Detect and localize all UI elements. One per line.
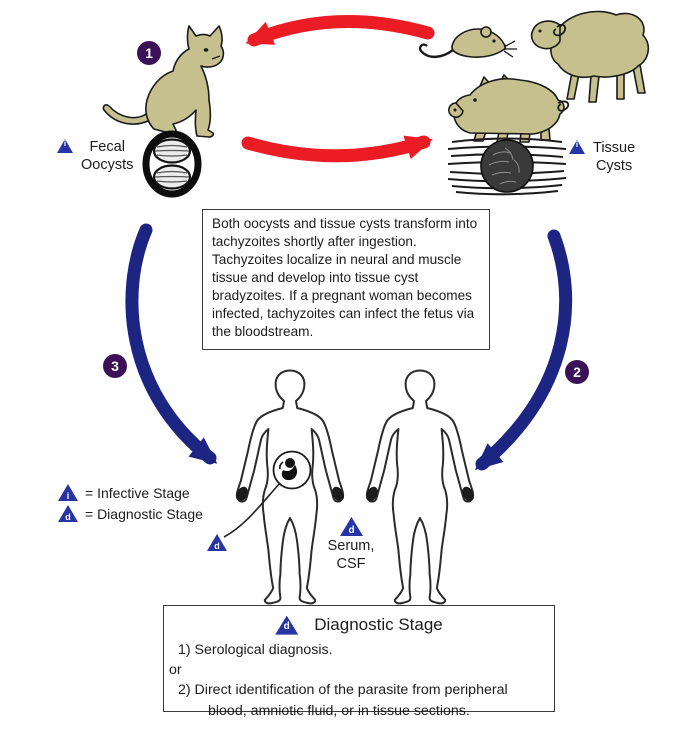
cat-body [145, 25, 225, 138]
legend-infective-row: i = Infective Stage [58, 484, 190, 501]
infective-stage-icon-letter: i [575, 140, 579, 149]
fetus-illustration [272, 450, 312, 490]
diagnostic-stage-title-row: d Diagnostic Stage [164, 613, 554, 637]
pig-illustration [447, 74, 570, 143]
red-arrow-animals-to-cat [245, 15, 435, 47]
diagnostic-stage-box: d Diagnostic Stage 1) Serological diagno… [163, 605, 555, 719]
sheep-horn [553, 23, 567, 37]
infective-stage-icon-letter: i [63, 139, 67, 148]
diagnostic-stage-icon-letter: d [348, 525, 355, 536]
diagnostic-stage-icon-letter: d [283, 621, 290, 633]
infective-stage-icon: i [57, 139, 73, 153]
diagnostic-stage-icon: d [275, 615, 299, 635]
serum-csf-label-line2: CSF [336, 556, 366, 572]
diagnostic-item-2-line1: 2) Direct identification of the parasite… [178, 682, 508, 699]
diagnostic-stage-title: Diagnostic Stage [314, 615, 443, 634]
pig-nostril [453, 108, 457, 112]
diagnostic-item-2-line2: blood, amniotic fluid, or in tissue sect… [208, 702, 470, 719]
diagnostic-stage-icon-letter: d [65, 512, 71, 522]
diagnostic-item-1: 1) Serological diagnosis. [178, 642, 333, 659]
mouse-illustration [418, 26, 517, 59]
tissue-cyst-icon [447, 137, 567, 196]
mouse-body [451, 28, 507, 58]
legend-infective-text: = Infective Stage [85, 484, 190, 501]
sheep-eye [538, 29, 542, 33]
blue-arrow-step3 [125, 223, 218, 465]
serum-csf-label: Serum, CSF [314, 537, 388, 573]
legend-diagnostic-text: = Diagnostic Stage [85, 505, 203, 522]
mouse-whiskers [503, 40, 517, 58]
explanation-box: Both oocysts and tissue cysts transform … [202, 209, 490, 350]
legend-diagnostic-row: d = Diagnostic Stage [58, 505, 203, 522]
sheep-illustration [530, 10, 650, 103]
sheep-leg [588, 74, 600, 103]
cat-eye [203, 48, 209, 52]
fecal-oocysts-label-line2: Oocysts [81, 157, 134, 173]
cat-tail [102, 104, 151, 125]
sheep-head [530, 20, 561, 50]
fecal-oocyst-icon [142, 130, 202, 198]
pig-body [452, 78, 565, 135]
pig-tail [557, 100, 570, 112]
sheep-leg [616, 72, 625, 100]
sheep-body [550, 10, 650, 79]
tissue-cysts-label: i Tissue Cysts [569, 139, 635, 175]
cat-illustration [102, 25, 225, 138]
blue-arrow-step2 [474, 229, 573, 471]
mouse-ear [480, 26, 492, 38]
infective-stage-icon-letter: i [66, 491, 70, 501]
step-3-badge: 3 [103, 354, 127, 378]
cat-mouth [211, 55, 221, 60]
fecal-oocysts-label-line1: Fecal [89, 139, 125, 155]
diagnostic-or-label: or [169, 662, 182, 679]
serum-csf-label-line1: Serum, [327, 538, 375, 554]
explanation-text: Both oocysts and tissue cysts transform … [212, 216, 478, 340]
pig-eye [473, 98, 477, 102]
tissue-cysts-label-line1: Tissue [593, 140, 636, 156]
mouse-tail [418, 43, 454, 59]
infective-stage-icon: i [569, 140, 585, 154]
diagnostic-stage-icon: d [58, 505, 78, 522]
mouse-eye [492, 39, 496, 43]
infective-stage-icon: i [58, 484, 78, 501]
diagnostic-leader-line [223, 482, 281, 538]
diagnostic-stage-icon-letter: d [214, 541, 220, 551]
fecal-oocysts-label: i Fecal Oocysts [57, 138, 133, 174]
red-arrow-cat-to-animals [241, 135, 433, 163]
step-1-badge: 1 [137, 41, 161, 65]
tissue-cysts-label-line2: Cysts [595, 158, 633, 174]
step-2-badge: 2 [565, 360, 589, 384]
